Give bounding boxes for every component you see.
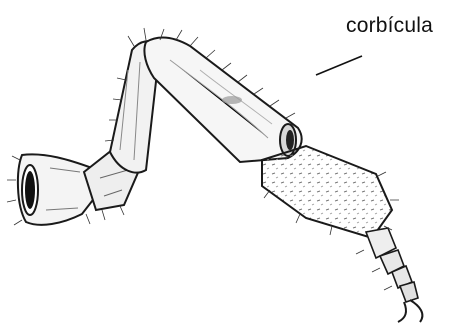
annotation-leader-line bbox=[316, 56, 362, 75]
corbicula-label: corbícula bbox=[346, 14, 433, 38]
leg-tarsal-segments bbox=[366, 228, 418, 302]
leg-coxa bbox=[18, 154, 96, 224]
leg-claw bbox=[398, 300, 422, 322]
leg-tibia-corbicula bbox=[144, 38, 301, 162]
leg-basitarsus bbox=[262, 146, 392, 238]
